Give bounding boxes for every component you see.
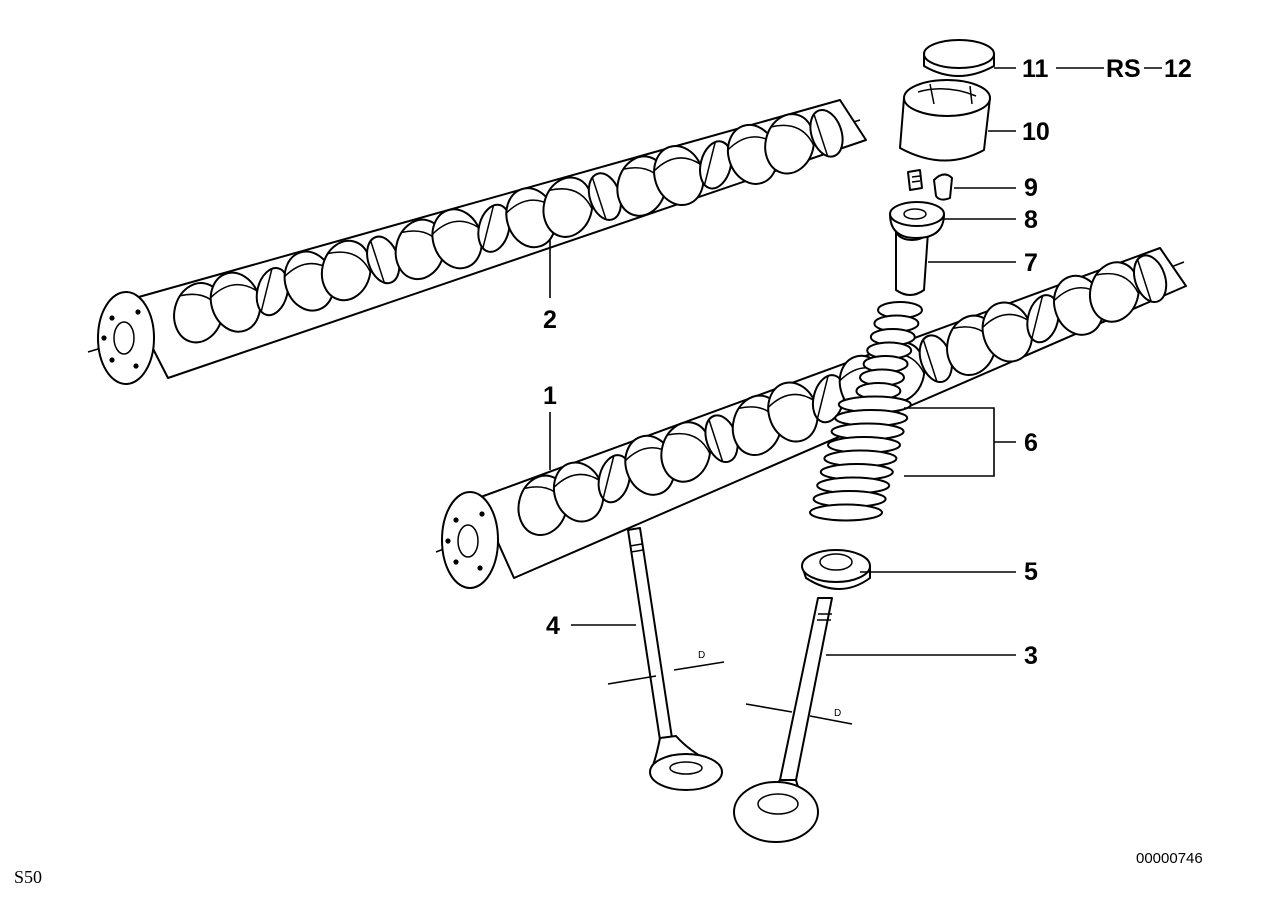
callout-9: 9	[1024, 174, 1038, 202]
callout-7: 7	[1024, 249, 1038, 277]
callout-5: 5	[1024, 558, 1038, 586]
valve-spring-seat	[801, 549, 871, 590]
bucket-tappet	[899, 79, 991, 162]
relation-label: RS	[1106, 55, 1141, 83]
callout-11: 11	[1022, 55, 1049, 83]
dimension-label-exhaust: D	[834, 708, 841, 719]
callout-3: 3	[1024, 642, 1038, 670]
callout-1: 1	[543, 382, 557, 410]
leader-lines	[549, 67, 1162, 656]
valve-collets	[907, 169, 953, 201]
camshaft-lower	[435, 247, 1187, 589]
image-number: 00000746	[1136, 850, 1203, 867]
spring-retainer	[889, 201, 945, 239]
callout-10: 10	[1022, 118, 1050, 146]
callout-4: 4	[546, 612, 560, 640]
camshaft-upper	[87, 99, 867, 385]
callout-8: 8	[1024, 206, 1038, 234]
engine-code: S50	[14, 867, 42, 887]
callout-6: 6	[1024, 429, 1038, 457]
adjusting-shim	[923, 39, 995, 77]
valve-spring	[809, 301, 923, 522]
intake-valve: D	[607, 527, 725, 791]
dimension-label-intake: D	[698, 650, 705, 661]
camshaft-upper-flange	[97, 291, 155, 385]
callout-2: 2	[543, 306, 557, 334]
spring-coil	[809, 503, 883, 522]
callout-labels: 1 2 3 4 5 6 7 8 9 10 11 RS 12	[543, 55, 1192, 670]
camshaft-lower-flange	[441, 491, 499, 589]
exhaust-valve: D	[733, 597, 853, 843]
callout-12: 12	[1164, 55, 1192, 83]
